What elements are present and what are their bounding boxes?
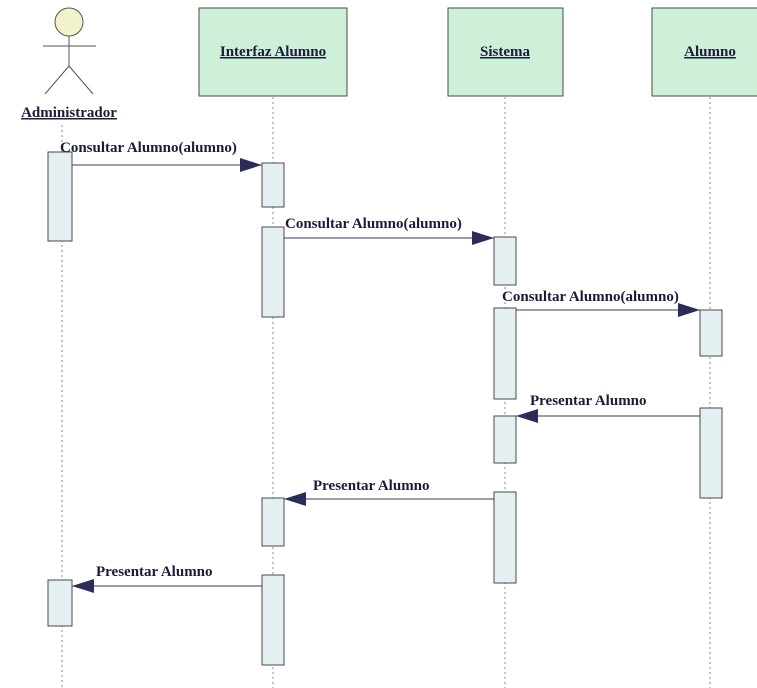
object-label-sistema: Sistema [480, 44, 530, 60]
arrowhead-4-icon [516, 409, 538, 423]
actor-administrador [43, 7, 96, 95]
activation-sistema-3 [493, 415, 517, 464]
arrowhead-6-icon [72, 579, 94, 593]
message-label-6: Presentar Alumno [96, 564, 213, 580]
message-label-5: Presentar Alumno [313, 478, 430, 494]
activation-interfaz-4 [261, 574, 285, 666]
actor-left-leg-icon [44, 65, 70, 95]
object-label-interfaz-alumno: Interfaz Alumno [220, 44, 326, 60]
message-label-4: Presentar Alumno [530, 393, 647, 409]
activation-sistema-4 [493, 491, 517, 584]
message-label-2: Consultar Alumno(alumno) [285, 216, 462, 232]
object-box-sistema [447, 7, 564, 97]
arrowhead-5-icon [284, 492, 306, 506]
activation-interfaz-1 [261, 162, 285, 208]
activation-interfaz-2 [261, 226, 285, 318]
arrowhead-1-icon [240, 158, 262, 172]
actor-head-icon [54, 7, 84, 37]
activation-administrador-2 [47, 579, 73, 627]
message-label-3: Consultar Alumno(alumno) [502, 289, 679, 305]
message-label-1: Consultar Alumno(alumno) [60, 140, 237, 156]
object-label-alumno: Alumno [684, 44, 736, 60]
activation-sistema-1 [493, 236, 517, 286]
activation-alumno-2 [699, 407, 723, 499]
arrowhead-3-icon [678, 303, 700, 317]
activation-alumno-1 [699, 309, 723, 357]
activation-interfaz-3 [261, 497, 285, 547]
activation-sistema-2 [493, 307, 517, 400]
activation-administrador-1 [47, 151, 73, 242]
object-box-interfaz-alumno [198, 7, 348, 97]
object-box-alumno [651, 7, 757, 97]
actor-right-leg-icon [68, 65, 94, 95]
arrowhead-2-icon [472, 231, 494, 245]
actor-label: Administrador [21, 105, 117, 121]
